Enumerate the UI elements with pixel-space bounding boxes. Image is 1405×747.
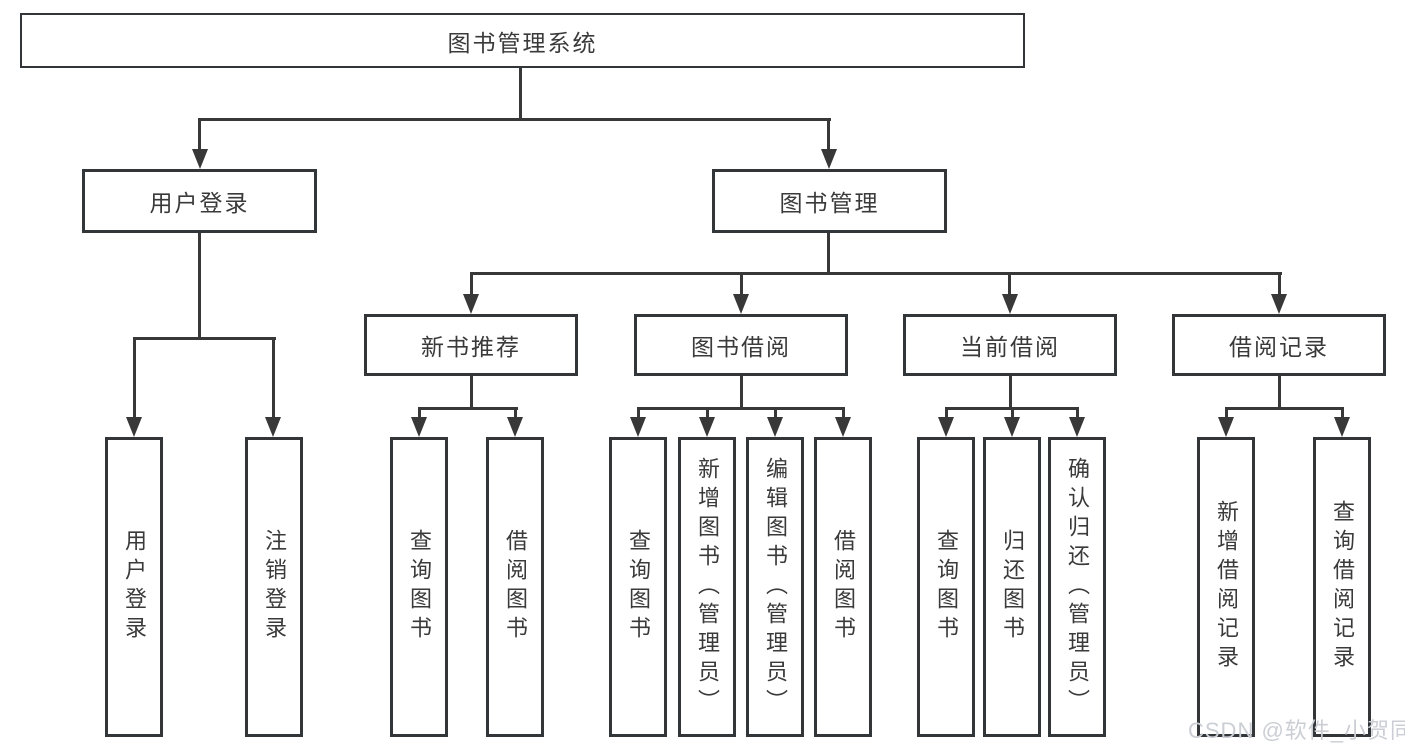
node-label: 新增借阅记录 <box>1214 500 1239 674</box>
connector-line <box>706 407 709 420</box>
arrow-head <box>1069 417 1085 437</box>
node-label: 图书借阅 <box>691 334 791 360</box>
node-label: 查询图书 <box>934 529 959 645</box>
connector-line <box>1278 376 1281 409</box>
arrow-head <box>1002 294 1018 314</box>
arrow-head <box>699 417 715 437</box>
arrow-head <box>767 417 783 437</box>
node-label: 借阅记录 <box>1229 334 1329 360</box>
leaf-query-borrow-record: 查询借阅记录 <box>1313 437 1371 737</box>
node-label: 新增图书（管理员） <box>695 456 720 718</box>
connector-line <box>272 337 275 419</box>
connector-line <box>1225 407 1343 410</box>
connector-line <box>418 407 421 420</box>
connector-line <box>198 118 201 152</box>
connector-line <box>842 407 845 420</box>
connector-line <box>198 233 201 339</box>
connector-line <box>740 376 743 409</box>
node-label: 用户登录 <box>122 529 147 645</box>
connector-line <box>1011 407 1014 420</box>
leaf-query-books-recommend: 查询图书 <box>390 437 448 737</box>
node-label: 借阅图书 <box>503 529 528 645</box>
connector-line <box>945 407 948 420</box>
connector-line <box>198 118 831 121</box>
connector-line <box>470 376 473 409</box>
node-label: 归还图书 <box>1000 529 1025 645</box>
leaf-query-books-current: 查询图书 <box>917 437 975 737</box>
leaf-edit-books-admin: 编辑图书（管理员） <box>746 437 804 737</box>
arrow-head <box>192 149 208 169</box>
watermark-text: CSDN @软件_小贺同学 <box>1188 718 1405 743</box>
connector-line <box>1278 272 1281 297</box>
node-label: 新书推荐 <box>421 334 521 360</box>
leaf-logout-login: 注销登录 <box>245 437 303 737</box>
leaf-confirm-return-admin: 确认归还（管理员） <box>1048 437 1106 737</box>
connector-line <box>827 118 830 152</box>
arrow-head <box>1271 294 1287 314</box>
leaf-borrow-books: 借阅图书 <box>814 437 872 737</box>
connector-line <box>637 407 640 420</box>
node-label: 图书管理 <box>779 190 880 216</box>
node-label: 借阅图书 <box>831 529 856 645</box>
leaf-add-books-admin: 新增图书（管理员） <box>678 437 736 737</box>
leaf-add-borrow-record: 新增借阅记录 <box>1197 437 1255 737</box>
arrow-head <box>1004 417 1020 437</box>
leaf-return-books: 归还图书 <box>983 437 1041 737</box>
node-book-management: 图书管理 <box>712 169 947 233</box>
connector-line <box>1341 407 1344 420</box>
leaf-borrow-books-recommend: 借阅图书 <box>486 437 544 737</box>
connector-line <box>514 407 517 420</box>
connector-line <box>740 272 743 297</box>
node-label: 查询借阅记录 <box>1330 500 1355 674</box>
node-label: 确认归还（管理员） <box>1065 456 1090 718</box>
node-user-login: 用户登录 <box>82 169 317 233</box>
node-label: 图书管理系统 <box>447 29 598 56</box>
arrow-head <box>733 294 749 314</box>
arrow-head <box>1218 417 1234 437</box>
connector-line <box>1008 272 1011 297</box>
arrow-head <box>265 417 281 437</box>
connector-line <box>133 337 136 419</box>
node-label: 当前借阅 <box>960 334 1060 360</box>
arrow-head <box>507 417 523 437</box>
node-new-book-recommendation: 新书推荐 <box>364 314 578 376</box>
connector-line <box>133 337 276 340</box>
connector-line <box>774 407 777 420</box>
leaf-user-login: 用户登录 <box>105 437 163 737</box>
arrow-head <box>411 417 427 437</box>
node-label: 查询图书 <box>626 529 651 645</box>
connector-line <box>470 272 1282 275</box>
arrow-head <box>126 417 142 437</box>
connector-line <box>418 407 518 410</box>
leaf-query-books-borrow: 查询图书 <box>609 437 667 737</box>
node-label: 编辑图书（管理员） <box>763 456 788 718</box>
node-label: 注销登录 <box>262 529 287 645</box>
node-current-borrowing: 当前借阅 <box>903 314 1117 376</box>
arrow-head <box>1334 417 1350 437</box>
connector-line <box>827 233 830 274</box>
node-label: 用户登录 <box>149 190 250 216</box>
node-label: 查询图书 <box>407 529 432 645</box>
connector-line <box>637 407 845 410</box>
node-book-borrowing: 图书借阅 <box>634 314 848 376</box>
arrow-head <box>938 417 954 437</box>
connector-line <box>1225 407 1228 420</box>
connector-line <box>1076 407 1079 420</box>
connector-line <box>519 68 522 121</box>
arrow-head <box>821 149 837 169</box>
arrow-head <box>463 294 479 314</box>
connector-line <box>1009 376 1012 409</box>
node-library-system: 图书管理系统 <box>20 13 1025 68</box>
arrow-head <box>835 417 851 437</box>
node-borrowing-records: 借阅记录 <box>1172 314 1386 376</box>
arrow-head <box>630 417 646 437</box>
connector-line <box>470 272 473 297</box>
